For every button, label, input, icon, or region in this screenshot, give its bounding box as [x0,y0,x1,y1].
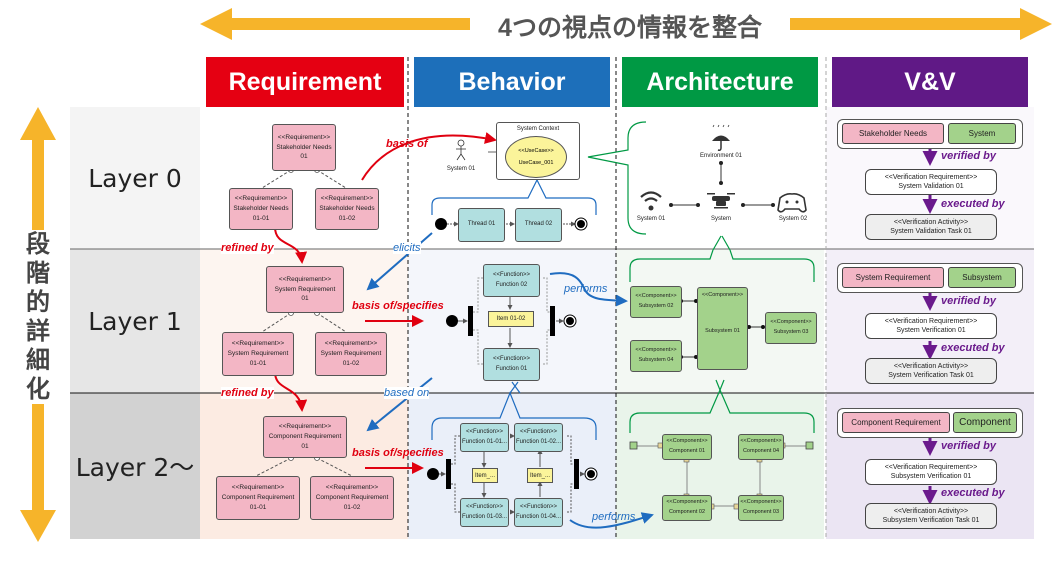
layer1-label-bg [70,249,200,393]
item-a[interactable]: Item_... [472,468,498,483]
thread-01[interactable]: Thread 01 [458,208,505,242]
thread-02[interactable]: Thread 02 [515,208,562,242]
environment-label: Environment 01 [699,153,743,159]
req-system-requirement-01[interactable]: <<Requirement>> System Requirement 01 [266,266,344,313]
label-elicits: elicits [393,242,421,254]
vv-l1-executed-by: executed by [941,342,1005,354]
label-performs-2: performs [592,511,636,523]
system-context-box[interactable]: System Context <<UseCase>> UseCase_001 [496,122,580,180]
vv-l2-verification-requirement[interactable]: <<Verification Requirement>> Subsystem V… [865,459,997,485]
vv-l2-arch-tag[interactable]: Component [953,412,1017,433]
function-01-04[interactable]: <<Function>> Function 01-04... [514,498,563,527]
subsystem-02[interactable]: <<Component>> Subsystem 02 [630,286,682,318]
label-performs-1: performs [564,283,608,295]
label-basis-specifies-1: basis of/specifies [352,300,444,312]
item-01-02[interactable]: Item 01-02 [488,311,534,327]
system-01-label: System 01 [636,216,666,222]
req-component-requirement-01-02[interactable]: <<Requirement>> Component Requirement 01… [310,476,394,520]
subsystem-01[interactable]: <<Component>> Subsystem 01 [697,287,748,370]
subsystem-04[interactable]: <<Component>> Subsystem 04 [630,340,682,372]
layer2-label-bg [70,393,200,539]
vv-l0-req-tag[interactable]: Stakeholder Needs [842,123,944,144]
vv-l0-verification-requirement[interactable]: <<Verification Requirement>> System Vali… [865,169,997,195]
beh-l2-bg [408,393,616,539]
drone-icon [707,193,735,209]
label-refined-by-1: refined by [221,242,274,254]
item-b[interactable]: Item_... [527,468,553,483]
req-system-requirement-01-01[interactable]: <<Requirement>> System Requirement 01-01 [222,332,294,376]
req-stakeholder-needs-01[interactable]: <<Requirement>> Stakeholder Needs 01 [272,124,336,171]
header-behavior: Behavior [414,57,610,107]
vv-l2-verified-by: verified by [941,440,997,452]
component-02[interactable]: <<Component>> Component 02 [662,495,712,521]
vv-l0-arch-tag[interactable]: System [948,123,1016,144]
vv-l2-req-tag[interactable]: Component Requirement [842,412,950,433]
header-vv: V&V [832,57,1028,107]
label-basis-specifies-2: basis of/specifies [352,447,444,459]
vv-l1-arch-tag[interactable]: Subsystem [948,267,1016,288]
vv-l1-verified-by: verified by [941,295,997,307]
layer-0-label: Layer 0 [88,163,182,193]
usecase-ellipse[interactable]: <<UseCase>> UseCase_001 [505,136,567,178]
vv-l1-req-tag[interactable]: System Requirement [842,267,944,288]
label-basis-of: basis of [386,138,428,150]
system-02-label: System 02 [778,216,808,222]
req-component-requirement-01-01[interactable]: <<Requirement>> Component Requirement 01… [216,476,300,520]
header-architecture: Architecture [622,57,818,107]
vv-l1-verification-requirement[interactable]: <<Verification Requirement>> System Veri… [865,313,997,339]
system-context-title: System Context [516,126,560,132]
component-03[interactable]: <<Component>> Component 03 [738,495,784,521]
layer-2-label: Layer 2～ [75,453,195,482]
wifi-icon [640,191,662,202]
vv-l2-executed-by: executed by [941,487,1005,499]
vv-l0-executed-by: executed by [941,198,1005,210]
function-01[interactable]: <<Function>> Function 01 [483,348,540,381]
umbrella-icon [712,124,730,151]
label-refined-by-2: refined by [221,387,274,399]
component-04[interactable]: <<Component>> Component 04 [738,434,784,460]
function-01-03[interactable]: <<Function>> Function 01-03... [460,498,509,527]
layer0-label-bg [70,107,200,249]
function-01-02[interactable]: <<Function>> Function 01-02... [514,423,563,452]
vv-l0-verification-activity[interactable]: <<Verification Activity>> System Validat… [865,214,997,240]
system-label: System [710,216,731,222]
req-stakeholder-needs-01-02[interactable]: <<Requirement>> Stakeholder Needs 01-02 [315,188,379,230]
function-02[interactable]: <<Function>> Function 02 [483,264,540,297]
req-component-requirement-01[interactable]: <<Requirement>> Component Requirement 01 [263,416,347,458]
top-banner-text: 4つの視点の情報を整合 [470,8,790,44]
vv-l2-verification-activity[interactable]: <<Verification Activity>> Subsystem Veri… [865,503,997,529]
header-requirement: Requirement [206,57,404,107]
req-stakeholder-needs-01-01[interactable]: <<Requirement>> Stakeholder Needs 01-01 [229,188,293,230]
vv-l1-verification-activity[interactable]: <<Verification Activity>> System Verific… [865,358,997,384]
label-based-on: based on [384,387,430,399]
component-01[interactable]: <<Component>> Component 01 [662,434,712,460]
subsystem-03[interactable]: <<Component>> Subsystem 03 [765,312,817,344]
gamepad-icon [777,193,807,213]
side-banner-text: 段階的詳細化 [25,230,51,404]
req-system-requirement-01-02[interactable]: <<Requirement>> System Requirement 01-02 [315,332,387,376]
function-01-01[interactable]: <<Function>> Function 01-01... [460,423,509,452]
actor-label: System 01 [446,166,476,172]
vv-l0-verified-by: verified by [941,150,997,162]
layer-1-label: Layer 1 [88,306,182,336]
